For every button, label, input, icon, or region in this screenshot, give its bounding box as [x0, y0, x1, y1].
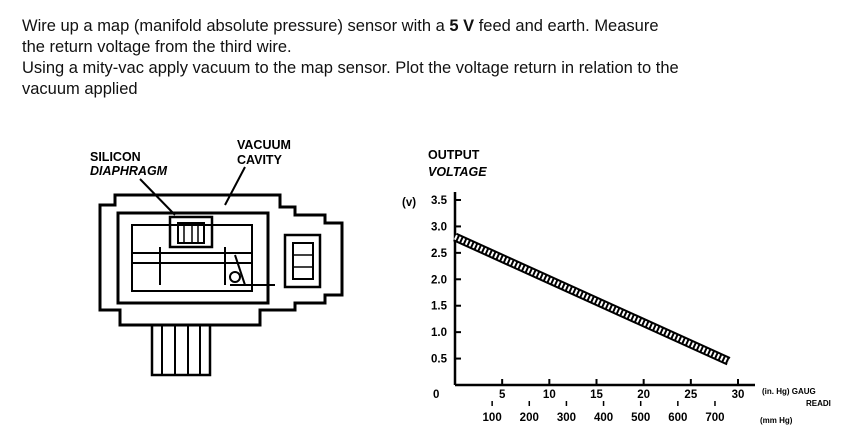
- y-unit-label: (v): [402, 197, 416, 209]
- x-unit-mmhg: (mm Hg): [760, 416, 793, 425]
- y-tick-label: 2.0: [431, 274, 447, 286]
- x-tick-label-inhg: 20: [637, 389, 650, 401]
- x-tick-label-inhg: 10: [543, 389, 556, 401]
- x-tick-label-inhg: 30: [732, 389, 745, 401]
- voltage-band-outline: [453, 232, 731, 366]
- x-tick-label-inhg: 5: [499, 389, 506, 401]
- chart-axes: [453, 192, 755, 387]
- y-tick-label: 0.5: [431, 354, 448, 366]
- chart-series: [453, 232, 731, 366]
- chart-title-line-1: OUTPUT: [428, 148, 480, 162]
- y-axis-ticks: 3.5 3.0 2.5 2.0 1.5 1.0 0.5: [431, 195, 461, 366]
- instruction-text: feed and earth. Measure: [474, 17, 659, 35]
- x-tick-label-mmhg: 500: [631, 412, 650, 424]
- x-tick-label-mmhg: 200: [520, 412, 539, 424]
- instruction-line-2: the return voltage from the third wire.: [22, 38, 292, 56]
- diaphragm-label-2: DIAPHRAGM: [90, 164, 168, 178]
- y-tick-label: 3.5: [431, 195, 448, 207]
- instruction-line-3: Using a mity-vac apply vacuum to the map…: [22, 59, 679, 77]
- voltage-band-hatch: [453, 234, 730, 364]
- y-tick-label: 1.5: [431, 301, 448, 313]
- x-tick-label-mmhg: 600: [668, 412, 687, 424]
- instruction-line-1: Wire up a map (manifold absolute pressur…: [22, 16, 822, 37]
- y-tick-label: 3.0: [431, 221, 447, 233]
- y-tick-label: 2.5: [431, 248, 448, 260]
- x-tick-label-mmhg: 700: [705, 412, 724, 424]
- map-sensor-diagram: SILICON DIAPHRAGM VACUUM CAVITY: [90, 138, 344, 377]
- instructions-text: Wire up a map (manifold absolute pressur…: [22, 16, 822, 100]
- x-axis-ticks: 5 10 15 20 25 30 100 200 300 400 500 600 700: [483, 379, 745, 424]
- y-tick-label: 1.0: [431, 327, 447, 339]
- x-tick-label-mmhg: 100: [483, 412, 502, 424]
- x-tick-label-mmhg: 300: [557, 412, 576, 424]
- x-tick-label-inhg: 25: [684, 389, 697, 401]
- diaphragm-label-1: SILICON: [90, 150, 141, 164]
- cavity-label-2: CAVITY: [237, 153, 283, 167]
- sensor-housing: [98, 166, 344, 377]
- origin-label: 0: [433, 389, 439, 401]
- chart-title-line-2: VOLTAGE: [428, 165, 487, 179]
- instruction-text: Wire up a map (manifold absolute pressur…: [22, 17, 450, 35]
- cavity-label-1: VACUUM: [237, 138, 291, 152]
- x-unit-inhg: (in. Hg) GAUG: [762, 387, 816, 396]
- x-tick-label-inhg: 15: [590, 389, 603, 401]
- instruction-line-4: vacuum applied: [22, 80, 138, 98]
- x-tick-label-mmhg: 400: [594, 412, 613, 424]
- voltage-emphasis: 5 V: [449, 17, 475, 35]
- x-unit-inhg-2: READI: [806, 399, 831, 408]
